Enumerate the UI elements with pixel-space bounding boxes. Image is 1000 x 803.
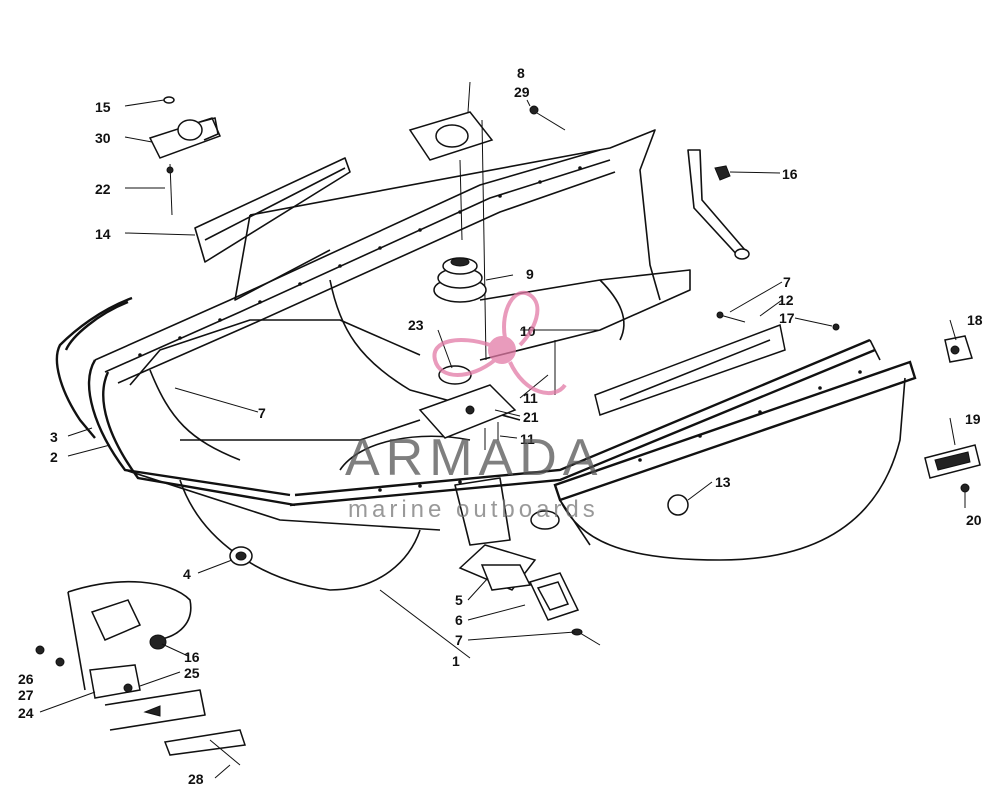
callout-16-inset: 16 [184, 649, 200, 665]
callout-15: 15 [95, 99, 111, 115]
callout-19: 19 [965, 411, 981, 427]
callout-1: 1 [452, 653, 460, 669]
callout-27: 27 [18, 687, 34, 703]
plug-13 [667, 494, 689, 516]
callout-7-right: 7 [783, 274, 791, 290]
callout-12: 12 [778, 292, 794, 308]
belly-pan [87, 129, 917, 591]
callout-9: 9 [526, 266, 534, 282]
callout-6: 6 [455, 612, 463, 628]
callout-3: 3 [50, 429, 58, 445]
latch-assembly [148, 96, 222, 216]
mounting-plate [408, 111, 494, 361]
callout-4: 4 [183, 566, 191, 582]
callout-11-upper: 11 [523, 390, 538, 406]
side-strip [594, 311, 840, 416]
callout-5: 5 [455, 592, 463, 608]
hinge-block [944, 335, 973, 363]
trim-molding [55, 296, 133, 439]
watermark-logo-icon [432, 290, 567, 395]
watermark-tagline: marine outboards [348, 496, 599, 523]
callout-22: 22 [95, 181, 111, 197]
watermark-brand: ARMADA [345, 429, 603, 487]
callout-14: 14 [95, 226, 111, 242]
callout-21: 21 [523, 409, 539, 425]
callout-23: 23 [408, 317, 424, 333]
watermark: ARMADA marine outboards [345, 290, 603, 523]
callout-18: 18 [967, 312, 983, 328]
callout-20: 20 [966, 512, 982, 528]
rear-hanger-bracket [687, 149, 750, 260]
callout-7-lower: 7 [455, 632, 463, 648]
callout-16-top: 16 [782, 166, 798, 182]
callout-17: 17 [779, 310, 795, 326]
callout-13: 13 [715, 474, 731, 490]
inset-bracket-detail [35, 580, 246, 766]
callout-26: 26 [18, 671, 34, 687]
callout-28: 28 [188, 771, 204, 787]
callout-8: 8 [517, 65, 525, 81]
bellows-boot [433, 257, 487, 303]
reflector [924, 444, 981, 493]
callout-25: 25 [184, 665, 200, 681]
vent-housing [458, 544, 601, 646]
callouts: 1 2 3 4 5 6 7 7 7 8 9 10 11 11 12 13 14 … [18, 65, 983, 787]
callout-11-lower: 11 [520, 431, 535, 447]
callout-30: 30 [95, 130, 111, 146]
callout-2: 2 [50, 449, 58, 465]
callout-24: 24 [18, 705, 34, 721]
bolt-29 [529, 105, 566, 131]
leader-lines [39, 81, 966, 779]
callout-29: 29 [514, 84, 530, 100]
callout-7-left: 7 [258, 405, 266, 421]
front-bracket [194, 157, 351, 263]
grommet-4 [229, 546, 253, 566]
